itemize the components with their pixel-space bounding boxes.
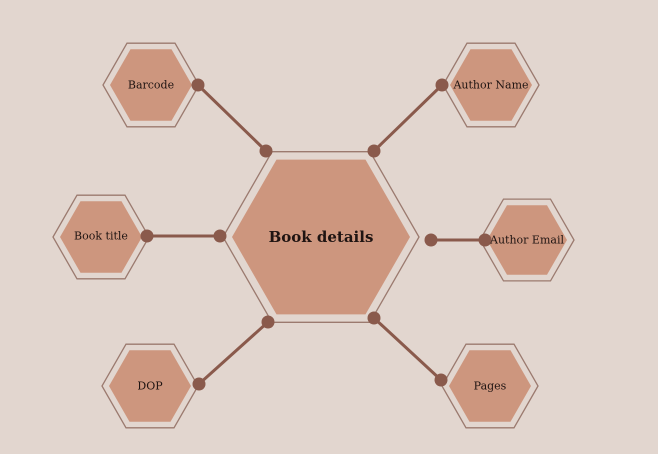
dop-connector (197, 320, 270, 386)
author-name-connector-end-dot (435, 78, 449, 92)
barcode-connector-start-dot (259, 144, 273, 158)
book-title-node-label: Book title (74, 230, 128, 243)
pages-connector-end-dot (434, 373, 448, 387)
author-name-node-label: Author Name (452, 79, 528, 92)
pages-hexagon-fill (449, 350, 531, 422)
book-title-connector-start-dot (213, 229, 227, 243)
barcode-hexagon (102, 42, 200, 128)
hexagon-nodes (52, 42, 575, 429)
book-title-hexagon-fill (60, 201, 142, 273)
dop-hexagon-fill (109, 350, 191, 422)
dop-node-label: DOP (137, 380, 163, 393)
barcode-hexagon-fill (110, 49, 192, 121)
book-title-hexagon-outline (52, 194, 150, 280)
pages-connector-start-dot (367, 311, 381, 325)
dop-connector-start-dot (261, 315, 275, 329)
author-name-connector (372, 83, 444, 153)
node-labels: Book details Barcode Author Name Book ti… (74, 79, 564, 393)
author-email-connector-start-dot (424, 233, 438, 247)
center-hexagon-fill (232, 159, 410, 315)
center-node-label: Book details (269, 228, 374, 246)
connectors (145, 83, 487, 386)
author-name-connector-start-dot (367, 144, 381, 158)
barcode-connector (196, 83, 268, 153)
barcode-hexagon-outline (102, 42, 200, 128)
book-title-connector-end-dot (140, 229, 154, 243)
book-title-hexagon (52, 194, 150, 280)
connector-dots (140, 78, 492, 391)
dop-connector-end-dot (192, 377, 206, 391)
pages-node-label: Pages (474, 380, 507, 393)
author-email-node-label: Author Email (489, 234, 564, 247)
pages-connector (372, 316, 443, 382)
author-email-hexagon-fill (487, 205, 567, 275)
dop-hexagon-outline (101, 343, 199, 429)
barcode-connector-end-dot (191, 78, 205, 92)
dop-hexagon (101, 343, 199, 429)
author-email-connector-end-dot (478, 233, 492, 247)
barcode-node-label: Barcode (128, 79, 174, 92)
author-name-hexagon-fill (450, 49, 532, 121)
